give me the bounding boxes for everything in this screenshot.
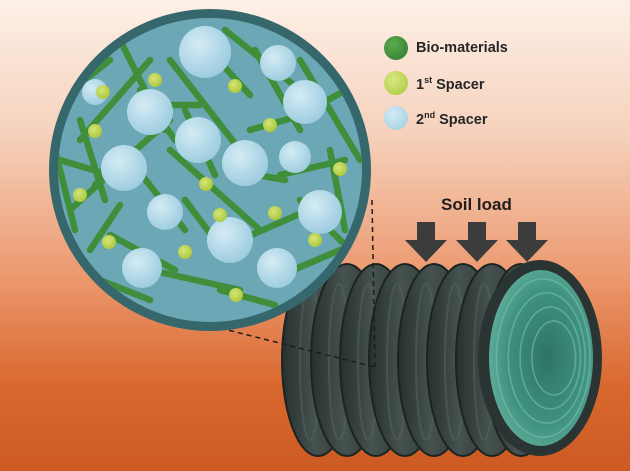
second-spacer-bubble <box>260 45 296 81</box>
soil-load-arrow-icon <box>506 222 548 262</box>
bio-material-fiber <box>76 116 109 204</box>
second-spacer-bubble <box>122 248 162 288</box>
bio-material-fiber <box>86 201 124 254</box>
magnified-cross-section <box>49 9 371 331</box>
soil-load-arrow-icon <box>456 222 498 262</box>
first-spacer-dot <box>73 188 87 202</box>
first-spacer-dot <box>229 288 243 302</box>
pipe-inner-ridge <box>531 320 577 396</box>
callout-line-upper <box>371 199 376 368</box>
bio-material-fiber <box>166 56 244 154</box>
first-spacer-dot <box>228 79 242 93</box>
first-spacer-dot <box>333 162 347 176</box>
pipe-inner-ridge <box>495 277 591 438</box>
first-spacer-dot <box>96 85 110 99</box>
bio-material-fiber <box>296 56 362 164</box>
drainage-pipe <box>281 260 602 457</box>
first-spacer-dot <box>88 124 102 138</box>
pipe-inner-ridge <box>507 292 586 424</box>
second-spacer-bubble <box>179 26 231 78</box>
second-spacer-swatch <box>384 106 408 130</box>
first-spacer-swatch <box>384 71 408 95</box>
composite-particles <box>58 26 362 309</box>
first-spacer-dot <box>308 233 322 247</box>
bio-material-fiber <box>146 266 244 294</box>
second-spacer-bubble <box>101 145 147 191</box>
bio-material-fiber <box>216 286 279 309</box>
bio-material-fiber <box>58 126 79 234</box>
bio-material-fiber <box>326 146 349 234</box>
first-spacer-dot <box>148 73 162 87</box>
legend-label-bio-materials: Bio-materials <box>416 40 508 56</box>
second-spacer-bubble <box>298 190 342 234</box>
bio-materials-swatch <box>384 36 408 60</box>
second-spacer-bubble <box>257 248 297 288</box>
second-spacer-bubble <box>279 141 311 173</box>
soil-load-arrow-icon <box>405 222 447 262</box>
first-spacer-dot <box>102 235 116 249</box>
legend-label-first-spacer: 1st Spacer <box>416 75 485 93</box>
first-spacer-dot <box>263 118 277 132</box>
first-spacer-particles <box>73 73 347 302</box>
first-spacer-dot <box>213 208 227 222</box>
pipe-inner-ridges <box>495 277 591 438</box>
second-spacer-particles <box>82 26 342 288</box>
first-spacer-dot <box>178 245 192 259</box>
second-spacer-bubble <box>175 117 221 163</box>
legend-label-second-spacer: 2nd Spacer <box>416 110 488 128</box>
pipe-inner-lining <box>489 270 593 446</box>
pipe-inner-ridge <box>519 306 582 410</box>
second-spacer-bubble <box>222 140 268 186</box>
soil-load-arrows <box>405 222 548 262</box>
second-spacer-bubble <box>127 89 173 135</box>
soil-load-label: Soil load <box>441 195 512 214</box>
second-spacer-bubble <box>207 217 253 263</box>
first-spacer-dot <box>199 177 213 191</box>
second-spacer-bubble <box>283 80 327 124</box>
bio-material-fiber <box>166 146 264 234</box>
second-spacer-bubble <box>147 194 183 230</box>
first-spacer-dot <box>268 206 282 220</box>
